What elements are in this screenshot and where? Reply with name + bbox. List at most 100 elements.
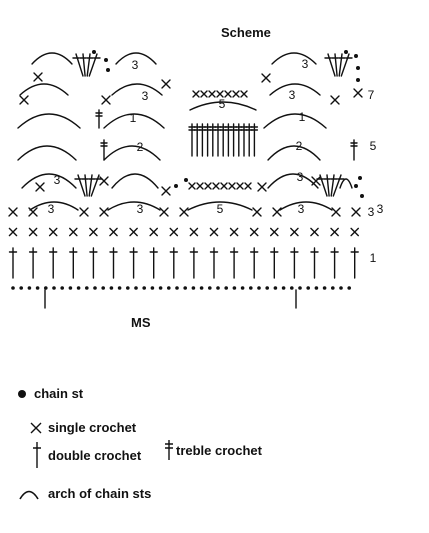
scheme-title: Scheme [221, 25, 271, 40]
arch-count-row5: 2 [296, 139, 303, 153]
double-crochet [229, 247, 239, 279]
fan-double-crochet [324, 53, 336, 77]
treble-crochet [229, 123, 238, 157]
single-crochet [33, 72, 43, 82]
legend-arch: arch of chain sts [18, 486, 151, 501]
fan-double-crochet [332, 174, 345, 197]
chain-stitch [85, 286, 89, 290]
arch-count-row7: 3 [289, 88, 296, 102]
double-crochet [330, 247, 339, 279]
chain-stitch [240, 286, 245, 290]
single-crochet [244, 182, 252, 190]
chain-stitch [191, 286, 196, 290]
fan-double-crochet [88, 174, 96, 197]
chain-stitch [19, 286, 24, 290]
arch-count-row3: 3 [48, 202, 55, 216]
treble-crochet [193, 123, 201, 157]
chain-stitch [117, 286, 122, 290]
chain-arch [111, 173, 159, 189]
fan-double-crochet [90, 174, 103, 197]
fan-double-crochet [330, 174, 338, 197]
chain-stitch [167, 286, 171, 290]
single-crochet [216, 90, 224, 98]
chain-stitch [109, 286, 114, 290]
arch-count-row4: 3 [297, 170, 304, 184]
double-crochet-row [8, 247, 359, 279]
single-crochet [69, 227, 78, 237]
chain-stitch [208, 286, 212, 290]
arch-count-row7: 5 [219, 97, 226, 111]
single-crochet [350, 227, 359, 237]
chain-arch [189, 101, 257, 111]
single-crochet [240, 90, 248, 98]
single-crochet [220, 182, 228, 190]
treble-crochet-icon [165, 440, 173, 460]
chain-arch [103, 145, 161, 161]
treble-crochet [219, 123, 227, 157]
chain-stitch [249, 286, 253, 290]
single-crochet [252, 207, 262, 217]
chain-stitch [360, 194, 364, 198]
chain-stitch [199, 286, 204, 290]
foundation-chain-row [11, 286, 352, 309]
single-crochet [236, 182, 244, 190]
chain-arch [19, 83, 69, 96]
fan-double-crochet [340, 53, 353, 77]
upper-rows [17, 50, 364, 198]
single-crochet [8, 227, 18, 237]
chain-stitch [281, 286, 286, 290]
arch-icon [19, 490, 39, 499]
arch-count-row5: 2 [137, 140, 144, 154]
chain-stitch [134, 286, 138, 290]
chain-stitch [290, 286, 294, 290]
arch-count-row8: 3 [132, 58, 139, 72]
single-crochet [89, 227, 98, 237]
chain-arch [103, 113, 165, 129]
chain-stitch [216, 286, 220, 290]
chain-stitch [27, 286, 32, 290]
treble-crochet [240, 123, 248, 157]
single-crochet [101, 95, 111, 105]
chain-stitch [265, 286, 270, 290]
single-crochet [224, 90, 232, 98]
chain-arch [187, 201, 253, 211]
single-crochet [353, 88, 363, 98]
single-crochet [232, 90, 240, 98]
chain-stitch [232, 286, 237, 290]
arch-count-row4: 3 [54, 173, 61, 187]
treble-crochet [198, 123, 207, 157]
arch-row-3 [8, 201, 361, 217]
treble-crochet [203, 123, 212, 157]
arch-count-row3: 3 [137, 202, 144, 216]
arch-count-row3: 3 [377, 202, 384, 216]
single-crochet [261, 73, 271, 83]
single-crochet [330, 95, 340, 105]
single-crochet [192, 90, 200, 98]
arch-count-row3: 5 [217, 202, 224, 216]
chain-stitch [298, 286, 302, 290]
chain-arch [107, 201, 161, 211]
chain-stitch [356, 66, 360, 70]
legend-treble-label: treble crochet [176, 442, 262, 458]
chain-stitch [44, 286, 48, 290]
chain-stitch [126, 286, 130, 290]
treble-crochet [350, 139, 358, 161]
chain-stitch [356, 78, 360, 82]
row-number: 1 [370, 251, 377, 265]
chain-arch [17, 113, 81, 129]
single-crochet [290, 227, 299, 237]
single-crochet [257, 182, 267, 192]
single-crochet [208, 90, 216, 98]
double-crochet [49, 247, 58, 279]
treble-crochet [214, 123, 222, 157]
chain-stitch [106, 68, 110, 72]
chain-stitch [60, 286, 64, 290]
fan-double-crochet [88, 53, 101, 77]
chain-arch [111, 83, 163, 96]
treble-crochet [100, 139, 108, 161]
double-crochet [89, 247, 98, 279]
legend-chain-label: chain st [34, 386, 84, 401]
chain-arch [339, 178, 353, 189]
chain-stitch [354, 54, 358, 58]
double-crochet [69, 247, 78, 279]
